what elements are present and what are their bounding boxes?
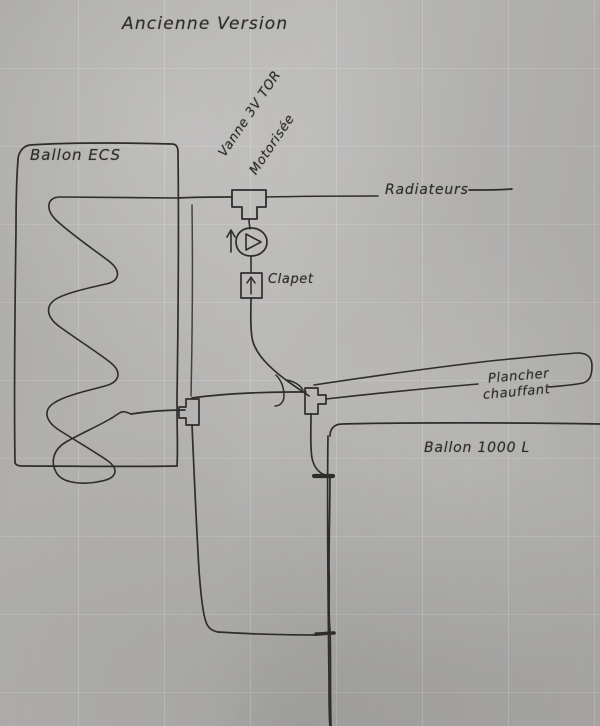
tee-fitting-right bbox=[304, 387, 327, 415]
radiateurs-pipe bbox=[265, 188, 513, 198]
ecs-coil-inlet-pipe bbox=[177, 196, 232, 199]
page-title: Ancienne Version bbox=[122, 14, 289, 34]
tee-fitting-left bbox=[178, 398, 200, 426]
clapet-to-tee-pipe bbox=[249, 297, 310, 397]
ballon-1000l-tank bbox=[326, 421, 600, 726]
label-radiateurs: Radiateurs bbox=[385, 182, 469, 198]
label-clapet: Clapet bbox=[268, 272, 314, 287]
ballon-ecs-tank bbox=[13, 142, 180, 468]
tank-1000l-bottom-pipe bbox=[328, 569, 332, 726]
ecs-heat-exchanger-coil bbox=[46, 196, 179, 484]
label-ballon-ecs: Ballon ECS bbox=[30, 146, 122, 164]
three-way-valve-body[interactable] bbox=[231, 189, 267, 220]
ecs-return-riser-pipe bbox=[191, 424, 336, 636]
circulator-pump[interactable] bbox=[235, 227, 268, 257]
plancher-chauffant-pipes bbox=[313, 352, 593, 400]
ecs-coil-return-pipe bbox=[130, 409, 186, 415]
pump-flow-arrow-icon bbox=[226, 229, 236, 253]
ecs-right-wall-overlap bbox=[190, 204, 194, 397]
label-ballon-1000l: Ballon 1000 L bbox=[424, 440, 531, 456]
plancher-branch-curve bbox=[274, 374, 304, 407]
bottom-header-pipe bbox=[191, 391, 307, 399]
check-valve-clapet[interactable] bbox=[240, 272, 263, 299]
tank-1000l-feed-pipe bbox=[309, 413, 336, 571]
